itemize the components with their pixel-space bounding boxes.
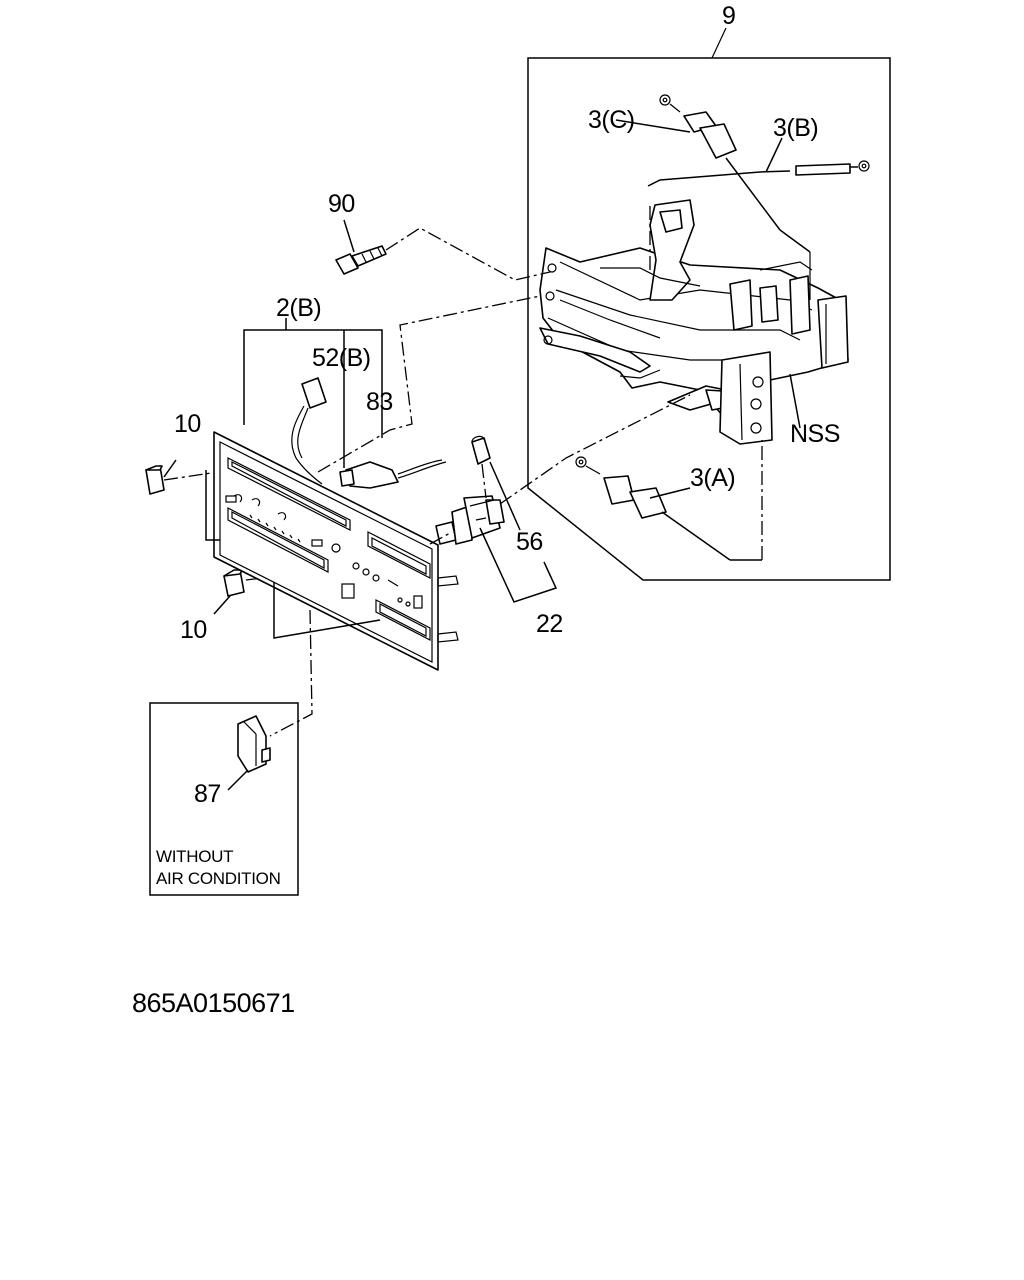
knob-10-lower [223,569,245,597]
callout-90: 90 [328,190,355,218]
callout-3b: 3(B) [773,114,818,142]
switch-22 [435,495,505,545]
callout-9: 9 [722,2,735,30]
inset-note-line1: WITHOUT [156,847,233,866]
callout-83: 83 [366,388,393,416]
callout-87: 87 [194,780,221,808]
callout-2b: 2(B) [276,294,321,322]
control-panel [213,431,459,671]
inset-without-air-condition [149,702,299,896]
inset-note-line2: AIR CONDITION [156,869,281,888]
callout-52b: 52(B) [312,344,371,372]
callout-10-upper: 10 [174,410,201,438]
bulb-56 [471,435,491,465]
diagram-code: 865A0150671 [132,988,295,1018]
callout-nss: NSS [790,420,840,448]
bolt-90 [335,245,387,275]
assembly-9-frame [527,57,891,581]
callout-3a: 3(A) [690,464,735,492]
blank-cover-87 [237,715,271,773]
cable-3c [659,94,811,300]
wire-connector-52b [291,377,327,485]
callout-3c: 3(C) [588,106,635,134]
callout-22: 22 [536,610,563,638]
cable-3b [647,160,870,187]
callout-56: 56 [516,528,543,556]
bulb-83 [339,459,447,489]
callout-10-lower: 10 [180,616,207,644]
knob-10-upper [145,465,165,495]
control-base-mechanism [539,199,849,445]
